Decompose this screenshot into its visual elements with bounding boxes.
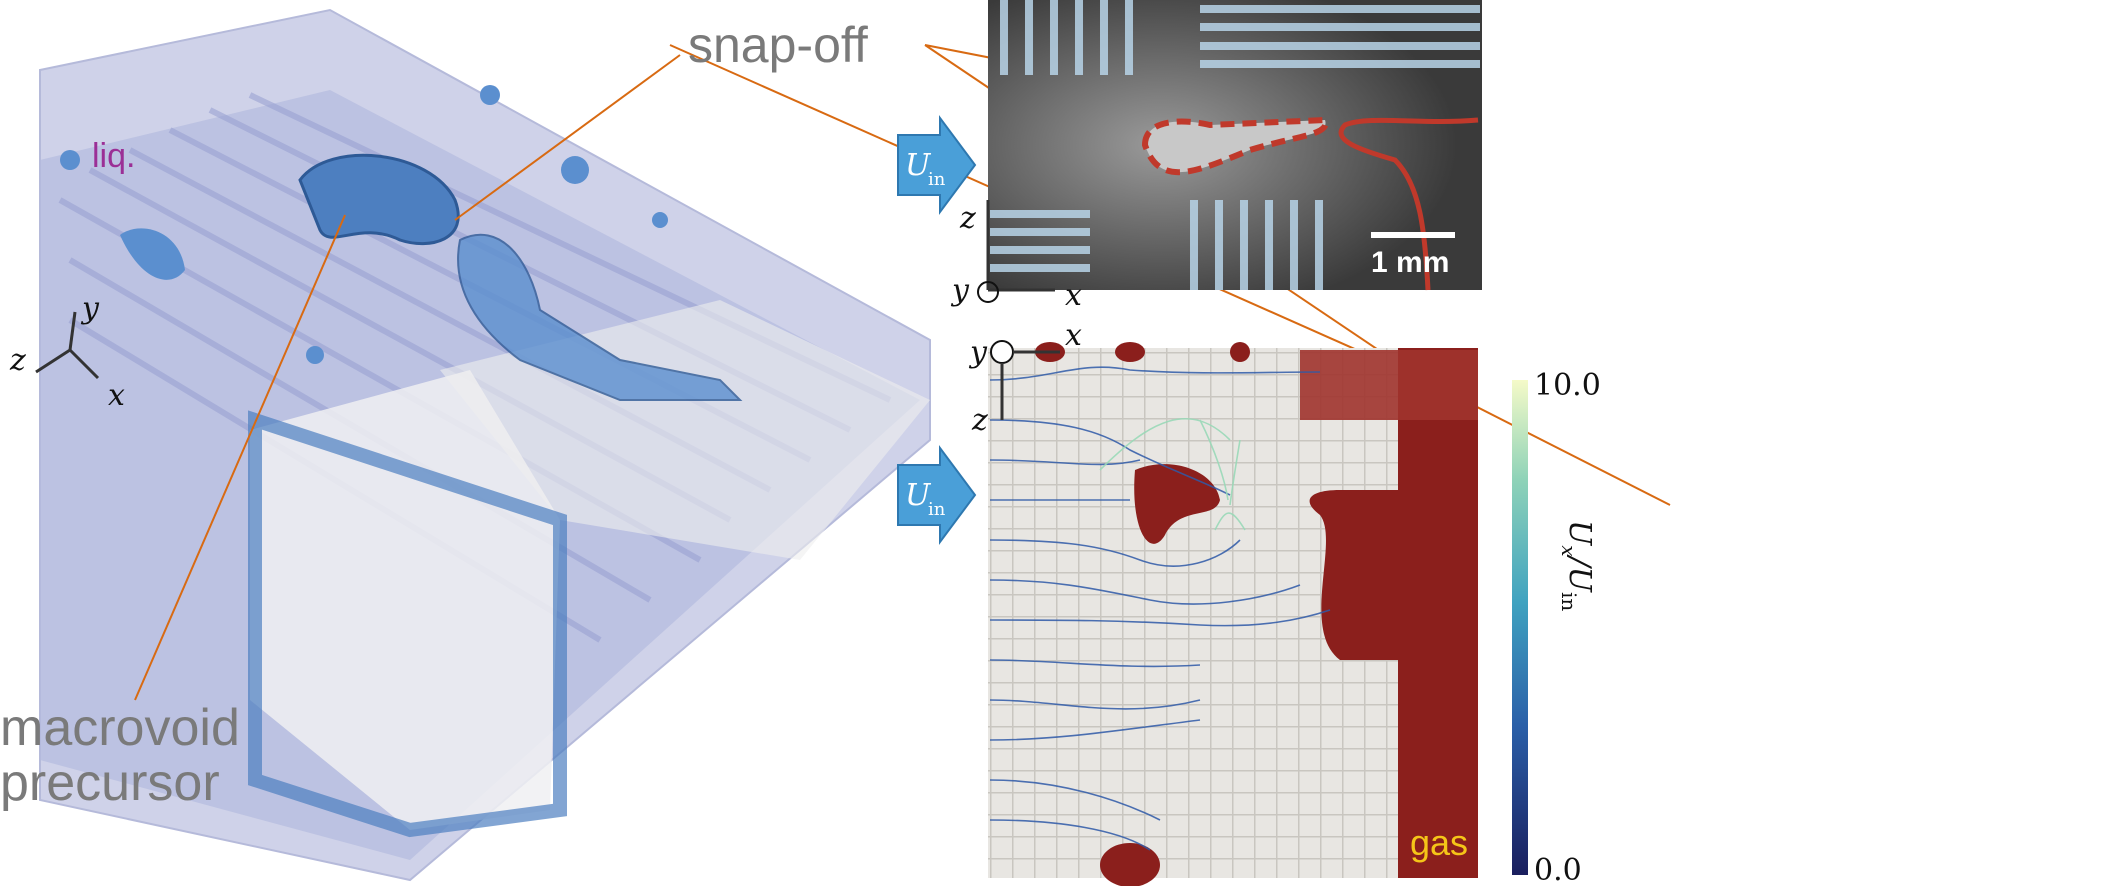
inlet-velocity-sub: in [928,499,946,520]
out-of-page-icon [990,340,1014,364]
axis-y-label: y [968,335,988,370]
gas-label: gas [1410,822,1468,863]
axis-y-label: y [950,273,970,308]
axis-x-label: x [108,378,125,413]
macrovoid-label-line1: macrovoid [0,699,240,757]
scale-bar [1371,232,1455,238]
macrovoid-drop [1134,464,1220,544]
liquid-label: liq. [92,137,135,175]
axis-z-label: z [971,403,988,438]
svg-text:Ux/Uin: Ux/Uin [1557,520,1597,611]
inlet-arrow-bottom: U in [897,444,977,546]
inlet-velocity-label: U [905,148,932,183]
colorbar-min-label: 0.0 [1534,853,1582,886]
axis-z-label: z [9,343,26,378]
gas-region [1309,348,1478,878]
macrovoid-label-line2: precursor [0,754,220,812]
axis-x-label: x [1065,278,1082,313]
bubble-outline [1141,116,1329,176]
colorbar-gradient [1512,380,1528,875]
white-region [250,370,560,830]
axis-z-label: z [959,201,976,236]
3d-render: liq. [39,8,931,882]
experimental-image: 1 mm z y x [950,0,1482,313]
snap-off-label: snap-off [688,17,868,73]
pillars [990,0,1480,290]
macrovoid-bubble [298,153,460,246]
axes-triad-3d: y z x [9,291,125,413]
gas-interface [1338,117,1479,291]
into-page-icon [977,281,999,303]
colorbar: 10.0 0.0 Ux/Uin [1512,368,1601,886]
inlet-velocity-sub: in [928,169,946,190]
colorbar-max-label: 10.0 [1534,368,1601,403]
simulation-image: y x z gas [968,318,1478,886]
scale-bar-label: 1 mm [1371,246,1449,279]
axis-y-label: y [80,291,100,326]
axis-x-label: x [1065,318,1082,353]
inlet-velocity-label: U [905,478,932,513]
colorbar-title: Ux/Uin [1557,520,1597,611]
inlet-arrow-top: U in [897,114,977,216]
streamlines [989,366,1331,851]
